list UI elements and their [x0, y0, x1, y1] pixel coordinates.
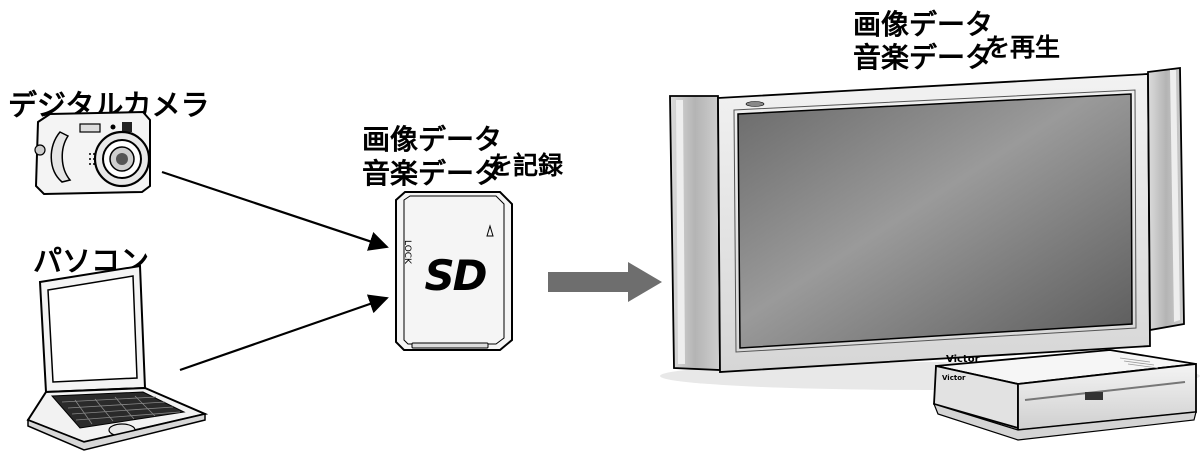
recorder-brand-logo: Victor [942, 374, 966, 382]
plasma-tv-icon: Victor [660, 66, 1200, 390]
recorder-icon: Victor [932, 349, 1197, 441]
sd-record-label: を記録 [488, 151, 564, 180]
camera-to-sd-arrow [161, 170, 389, 251]
sd-to-tv-arrow [548, 262, 662, 302]
sd-logo: SD [424, 251, 486, 300]
laptop-icon [26, 264, 209, 451]
sd-card-icon: LOCK SD [395, 191, 513, 351]
tv-screen [737, 93, 1133, 349]
laptop-to-sd-arrow [179, 294, 389, 372]
tv-brand-logo: Victor [946, 354, 980, 365]
tv-image-data-label: 画像データ [853, 8, 994, 41]
tv-play-label: を再生 [985, 33, 1061, 62]
sd-image-data-label: 画像データ [362, 123, 503, 156]
sd-music-data-label: 音楽データ [362, 157, 503, 190]
sd-lock-text: LOCK [402, 240, 412, 265]
digital-camera-icon [34, 110, 151, 196]
tv-music-data-label: 音楽データ [853, 41, 994, 74]
